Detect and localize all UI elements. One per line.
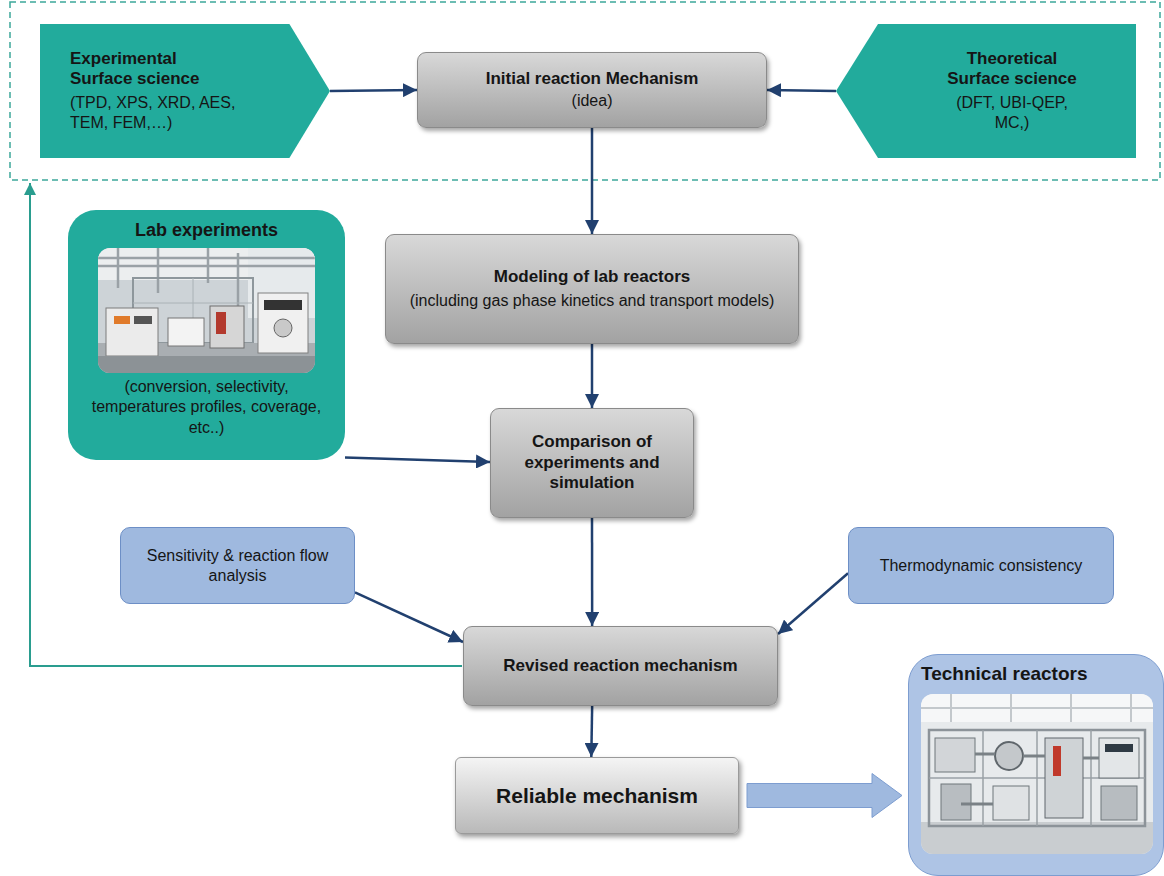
process-box: Modeling of lab reactors (including gas p… (385, 234, 799, 344)
node-title: Comparison of experiments and simulation (503, 432, 681, 493)
process-box: Comparison of experiments and simulation (490, 408, 694, 518)
process-box: Initial reaction Mechanism(idea) (417, 52, 767, 128)
flow-arrow (778, 573, 848, 634)
result-box: Reliable mechanism (455, 757, 739, 834)
source-pentagon: Theoretical Surface science(DFT, UBI-QEP… (836, 24, 1136, 158)
block-arrow (747, 774, 902, 818)
flow-arrow (345, 458, 490, 462)
node-body: (DFT, UBI-QEP, MC,) (947, 93, 1077, 133)
flow-arrow (591, 344, 594, 408)
node-body: (conversion, selectivity, temperatures p… (80, 377, 333, 439)
pentagon-fill (836, 24, 1136, 158)
flow-arrow (591, 128, 594, 234)
node-title: Initial reaction Mechanism (486, 69, 699, 89)
node-title: Lab experiments (135, 220, 278, 242)
group-outline (10, 2, 1160, 180)
flow-arrow (355, 592, 463, 642)
technical-reactor-photo (921, 694, 1153, 854)
flow-arrow (590, 706, 593, 757)
node-title: Technical reactors (921, 663, 1088, 686)
input-box: Sensitivity & reaction flow analysis (120, 527, 355, 604)
node-title: Modeling of lab reactors (494, 267, 690, 287)
flow-arrow (330, 90, 417, 91)
pentagon-shape (836, 24, 1136, 158)
source-pentagon: Experimental Surface science(TPD, XPS, X… (40, 24, 330, 158)
pentagon-shape (40, 24, 330, 158)
flow-arrow (591, 518, 594, 626)
node-title: Revised reaction mechanism (503, 656, 737, 676)
process-box: Revised reaction mechanism (463, 626, 778, 706)
pentagon-fill (40, 24, 330, 158)
node-body: (idea) (572, 91, 613, 111)
flow-arrow (767, 90, 836, 91)
node-body: (TPD, XPS, XRD, AES, TEM, FEM,…) (70, 93, 270, 133)
input-box: Thermodynamic consistency (848, 527, 1114, 604)
node-title: Reliable mechanism (496, 783, 698, 808)
node-title: Sensitivity & reaction flow analysis (133, 546, 342, 586)
lab-photo (98, 248, 315, 373)
node-title: Experimental Surface science (70, 49, 210, 90)
target-panel: Technical reactors (908, 654, 1164, 876)
node-body: (including gas phase kinetics and transp… (410, 291, 775, 311)
node-title: Thermodynamic consistency (880, 556, 1083, 576)
experiment-panel: Lab experiments (conversion, selectivity… (68, 210, 345, 460)
node-title: Theoretical Surface science (942, 49, 1082, 90)
